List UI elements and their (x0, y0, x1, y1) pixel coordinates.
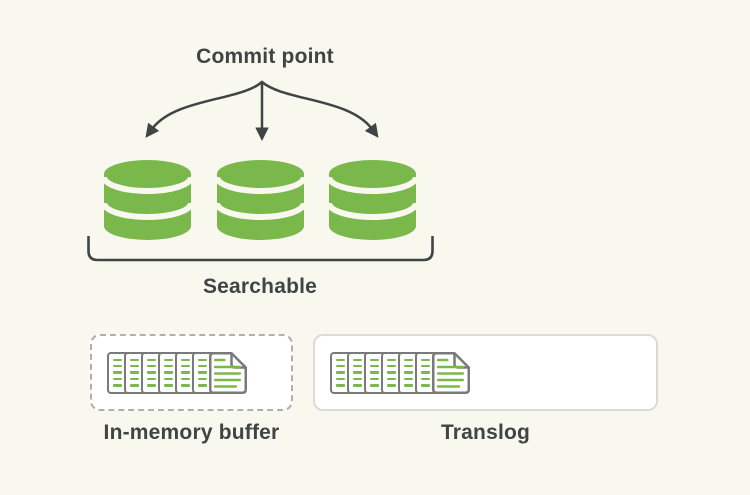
text-line (164, 371, 173, 374)
text-line (164, 364, 173, 368)
text-line (198, 377, 207, 381)
text-line (370, 384, 379, 387)
text-line (181, 384, 190, 387)
database-cylinder-icon (103, 160, 192, 240)
branching-down-arrows-icon (145, 80, 379, 141)
database-cylinder-icon (215, 160, 305, 240)
text-line (353, 384, 362, 387)
text-line (404, 371, 413, 374)
text-line (387, 371, 396, 374)
text-line (113, 384, 122, 387)
text-line (113, 364, 122, 368)
text-line (421, 371, 430, 374)
text-line (164, 377, 173, 381)
text-line (198, 358, 207, 361)
text-line (404, 377, 413, 381)
document-stack-icon (107, 351, 247, 394)
in-memory-buffer-label: In-memory buffer (103, 421, 280, 444)
text-line (404, 384, 413, 387)
text-line (181, 371, 190, 374)
arrow-right (260, 80, 379, 138)
text-line (181, 364, 190, 368)
arrow-left (145, 80, 264, 138)
text-line (198, 384, 207, 387)
text-line (421, 358, 430, 361)
translog-label: Translog (440, 421, 531, 444)
text-line (387, 364, 396, 368)
in-memory-buffer-box (90, 334, 293, 411)
text-line (130, 384, 139, 387)
text-line (353, 364, 362, 368)
text-line (130, 358, 139, 361)
text-line (387, 377, 396, 381)
translog-box (313, 334, 658, 411)
text-line (198, 364, 207, 368)
text-line (147, 377, 156, 381)
document-stack-icon (330, 351, 470, 394)
document-front-page (209, 351, 247, 394)
text-line (147, 371, 156, 374)
commit-point-label: Commit point (196, 45, 334, 68)
text-line (336, 364, 345, 368)
text-line (181, 358, 190, 361)
database-cylinder-icon (328, 160, 417, 240)
text-line (421, 377, 430, 381)
text-line (336, 371, 345, 374)
text-line (113, 358, 122, 361)
text-line (421, 364, 430, 368)
text-line (404, 358, 413, 361)
text-line (387, 358, 396, 361)
text-line (164, 358, 173, 361)
text-line (387, 384, 396, 387)
text-line (336, 358, 345, 361)
text-line (113, 377, 122, 381)
text-line (130, 364, 139, 368)
text-line (353, 358, 362, 361)
text-line (181, 377, 190, 381)
text-line (147, 358, 156, 361)
text-line (198, 371, 207, 374)
text-line (147, 384, 156, 387)
document-front-page (432, 351, 470, 394)
text-line (336, 384, 345, 387)
text-line (370, 358, 379, 361)
text-line (130, 371, 139, 374)
searchable-label: Searchable (202, 275, 318, 298)
text-line (113, 371, 122, 374)
text-line (370, 364, 379, 368)
text-line (164, 384, 173, 387)
text-line (353, 371, 362, 374)
text-line (370, 371, 379, 374)
text-line (404, 364, 413, 368)
segment-row (103, 159, 417, 241)
text-line (147, 364, 156, 368)
text-line (370, 377, 379, 381)
text-line (130, 377, 139, 381)
text-line (336, 377, 345, 381)
text-line (353, 377, 362, 381)
text-line (421, 384, 430, 387)
square-bracket-under-icon (87, 236, 434, 262)
